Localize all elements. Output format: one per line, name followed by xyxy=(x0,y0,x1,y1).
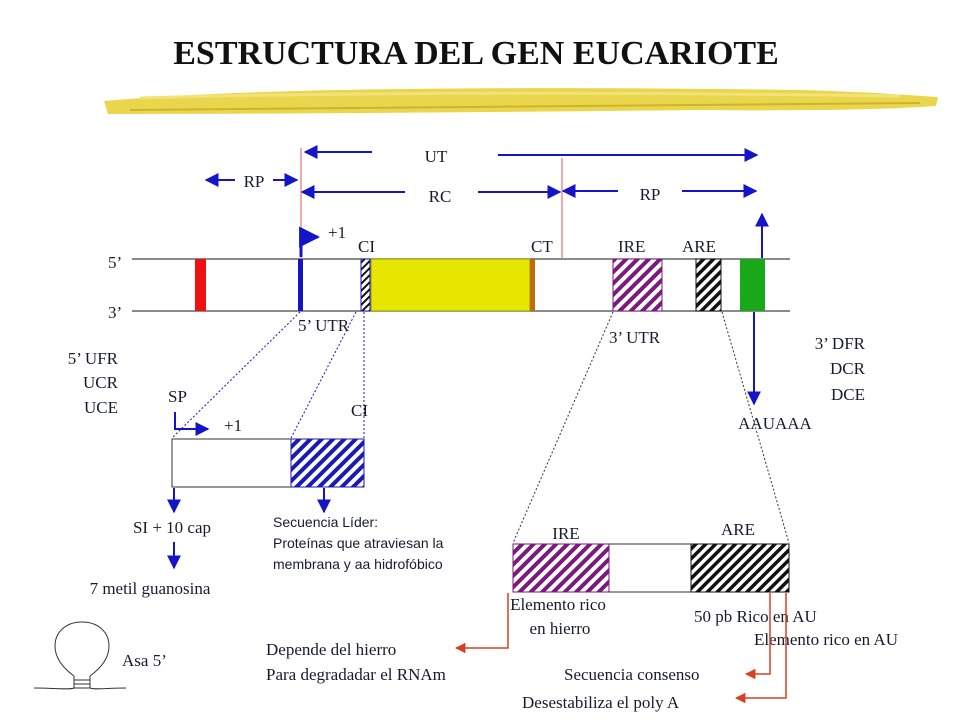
consenso-connector-arrow xyxy=(744,593,771,680)
utr-zoom-line-right xyxy=(721,311,790,544)
ucr-label: UCR xyxy=(83,373,119,392)
title-underline xyxy=(104,88,938,114)
utr5-label: 5’ UTR xyxy=(298,316,350,335)
ire-desc-line-1: Elemento rico xyxy=(510,595,606,614)
ct-label: CT xyxy=(531,237,553,256)
strand-5-label: 5’ xyxy=(108,253,122,272)
desestabiliza-label: Desestabiliza el poly A xyxy=(522,693,680,712)
sp-label: SP xyxy=(168,387,187,406)
ct-box xyxy=(530,259,535,311)
lider-line-1: Secuencia Líder: xyxy=(273,514,378,530)
dfr-label: 3’ DFR xyxy=(815,334,866,353)
promoter-box xyxy=(195,259,206,311)
metil-guanosina-label: 7 metil guanosina xyxy=(90,579,211,598)
zoom-are-label: ARE xyxy=(721,520,755,539)
plus1-label: +1 xyxy=(328,223,346,242)
leader-ci-label: CI xyxy=(351,401,368,420)
stem-loop-icon xyxy=(33,621,127,690)
are-box xyxy=(695,258,722,312)
asa-label: Asa 5’ xyxy=(122,651,167,670)
rc-label: RC xyxy=(429,187,452,206)
uce-label: UCE xyxy=(84,398,118,417)
consenso-label: Secuencia consenso xyxy=(564,665,699,684)
dcr-label: DCR xyxy=(830,359,866,378)
lider-line-3: membrana y aa hidrofóbico xyxy=(273,556,443,572)
polyA-signal-box xyxy=(740,259,765,311)
are-elem-label: Elemento rico en AU xyxy=(754,630,898,649)
zoom-ire-box xyxy=(512,543,610,593)
zoom-ire-label: IRE xyxy=(552,524,579,543)
zoom-are-box xyxy=(690,543,790,593)
hierro-line-1: Depende del hierro xyxy=(266,640,396,659)
leader-sequence-box xyxy=(290,438,365,488)
are-desc-label: 50 pb Rico en AU xyxy=(694,607,817,626)
transcription-start-arrow xyxy=(299,226,321,257)
ci-box xyxy=(360,258,371,312)
leader-zoom-line-left xyxy=(171,311,301,439)
ufr-label: 5’ UFR xyxy=(68,349,119,368)
ut-label: UT xyxy=(425,147,448,166)
hierro-connector-arrow xyxy=(454,593,509,654)
dce-label: DCE xyxy=(831,385,865,404)
coding-region-box xyxy=(370,258,531,312)
utr3-label: 3’ UTR xyxy=(609,328,661,347)
ire-desc-line-2: en hierro xyxy=(530,619,591,638)
ire-box xyxy=(612,258,663,312)
sp-start-arrow xyxy=(174,412,210,436)
lider-line-2: Proteínas que atraviesan la xyxy=(273,535,444,551)
strand-3-label: 3’ xyxy=(108,303,122,322)
si-cap-label: SI + 10 cap xyxy=(133,518,211,537)
start-site-bar xyxy=(298,259,303,311)
ci-label: CI xyxy=(358,237,375,256)
hierro-line-2: Para degradadar el RNAm xyxy=(266,665,446,684)
rp-right-label: RP xyxy=(640,185,661,204)
leader-plus1-label: +1 xyxy=(224,416,242,435)
desestabiliza-connector-arrow xyxy=(734,593,787,704)
slide-title: ESTRUCTURA DEL GEN EUCARIOTE xyxy=(173,35,779,72)
ire-label: IRE xyxy=(618,237,645,256)
are-label: ARE xyxy=(682,237,716,256)
utr-zoom-line-left xyxy=(512,311,614,544)
aauaaa-label: AAUAAA xyxy=(738,414,812,433)
rp-left-label: RP xyxy=(244,172,265,191)
